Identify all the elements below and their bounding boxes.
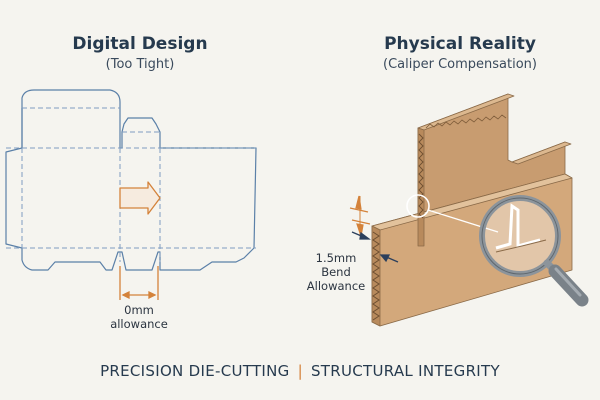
right-panel-title: Physical Reality [384,34,536,54]
bend-allowance-pointer [351,231,399,263]
footer-separator: | [297,362,303,380]
footer-right-text: STRUCTURAL INTEGRITY [310,362,500,380]
direction-arrow-icon [119,181,161,215]
corrugation-front [372,231,380,321]
dieline-top-flap [21,89,121,108]
thickness-indicator [349,195,371,237]
footer-left-text: PRECISION DIE-CUTTING [100,362,290,380]
corrugation-inner [418,133,424,219]
zero-allowance-value: 0mm [124,303,154,317]
magnifier-icon [479,195,589,307]
zero-allowance-dimension [119,266,159,300]
right-panel-subtitle: (Caliper Compensation) [383,57,537,72]
bend-allowance-label-1: Bend [321,265,351,279]
zero-allowance-unit: allowance [110,317,168,331]
left-panel-title: Digital Design [72,34,208,54]
box-fold-lines [6,107,256,262]
box-dieline [5,89,257,271]
bend-allowance-value: 1.5mm [316,251,357,265]
bend-allowance-label-2: Allowance [307,279,365,293]
corrugation-top [425,114,507,129]
detail-focus-circle [406,194,430,218]
left-panel-subtitle: (Too Tight) [105,57,175,72]
footer-tagline: PRECISION DIE-CUTTING | STRUCTURAL INTEGRI… [0,362,600,380]
